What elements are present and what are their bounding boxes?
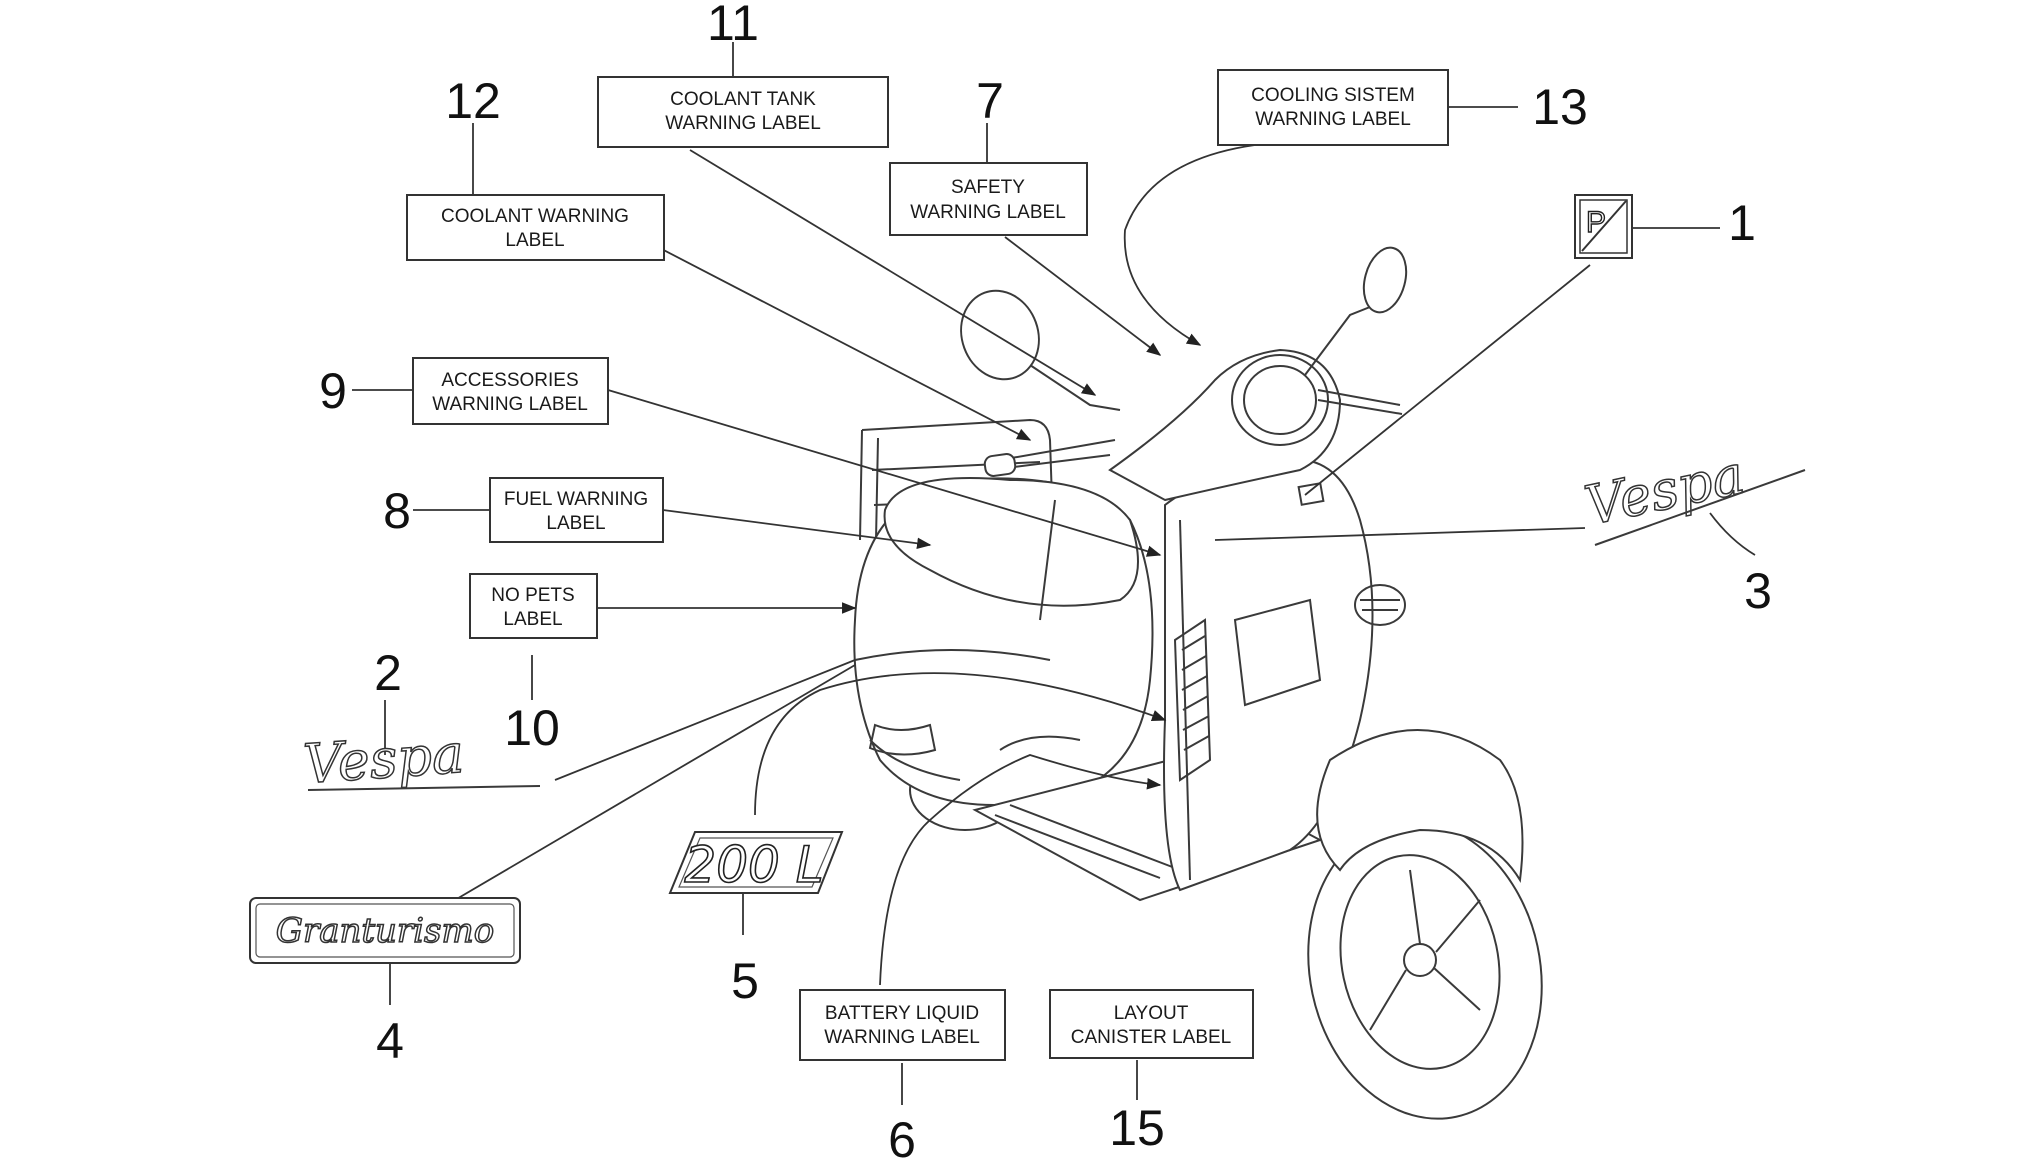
callout-11: COOLANT TANK WARNING LABEL [597,76,889,148]
scooter-drawing [853,246,1543,1120]
callout-8-line-2: LABEL [546,513,605,534]
part-2-number: 2 [374,645,402,701]
part-2-logo-text: Vespa [302,722,466,796]
callout-15-number: 15 [1109,1100,1165,1156]
callout-9: ACCESSORIES WARNING LABEL [412,357,609,425]
part-5-logo-text: 200 L [684,836,823,894]
callout-12-line-1: COOLANT WARNING [441,206,629,227]
callout-7-line-1: SAFETY [951,177,1025,198]
callout-11-number: 11 [707,0,759,51]
callout-9-number: 9 [319,363,347,419]
callout-6-line-2: WARNING LABEL [824,1027,980,1048]
callout-13-line-2: WARNING LABEL [1255,109,1411,130]
callout-11-line-1: COOLANT TANK [670,89,816,110]
callout-15-line-1: LAYOUT [1114,1003,1189,1024]
part-3-number: 3 [1744,563,1772,619]
callout-10-line-1: NO PETS [491,585,574,606]
part-1-number: 1 [1728,195,1756,251]
callout-8-line-1: FUEL WARNING [504,489,648,510]
callout-7: SAFETY WARNING LABEL [889,162,1088,236]
callout-13-number: 13 [1532,79,1588,135]
part-5-200l-badge: 200 L [668,831,844,895]
callout-6-number: 6 [888,1112,916,1163]
callout-12-number: 12 [445,73,501,129]
callout-13: COOLING SISTEM WARNING LABEL [1217,69,1449,146]
callout-8-number: 8 [383,483,411,539]
callout-9-line-2: WARNING LABEL [432,394,588,415]
part-3-vespa-decal: Vespa [1579,442,1806,546]
callout-6: BATTERY LIQUID WARNING LABEL [799,989,1006,1061]
part-3-logo-text: Vespa [1580,443,1750,538]
callout-15-line-2: CANISTER LABEL [1071,1027,1232,1048]
callout-12: COOLANT WARNING LABEL [406,194,665,261]
part-1-badge: P [1574,194,1633,259]
part-1-glyph: P [1586,206,1606,239]
part-4-number: 4 [376,1013,404,1069]
callout-9-line-1: ACCESSORIES [441,370,578,391]
callout-10-line-2: LABEL [503,609,562,630]
callout-10-number: 10 [504,700,560,756]
callout-12-line-2: LABEL [505,230,564,251]
leader-lines [352,42,1756,1105]
callout-15: LAYOUT CANISTER LABEL [1049,989,1254,1059]
callout-10: NO PETS LABEL [469,573,598,639]
callout-11-line-2: WARNING LABEL [665,113,821,134]
part-5-number: 5 [731,953,759,1009]
part-4-logo-text: Granturismo [276,911,494,951]
callout-6-line-1: BATTERY LIQUID [825,1003,979,1024]
callout-8: FUEL WARNING LABEL [489,477,664,543]
part-4-granturismo-badge: Granturismo [249,897,521,964]
callout-7-line-2: WARNING LABEL [910,202,1066,223]
part-2-vespa-decal: Vespa [301,721,541,797]
callout-13-line-1: COOLING SISTEM [1251,85,1415,106]
callout-7-number: 7 [976,73,1004,129]
